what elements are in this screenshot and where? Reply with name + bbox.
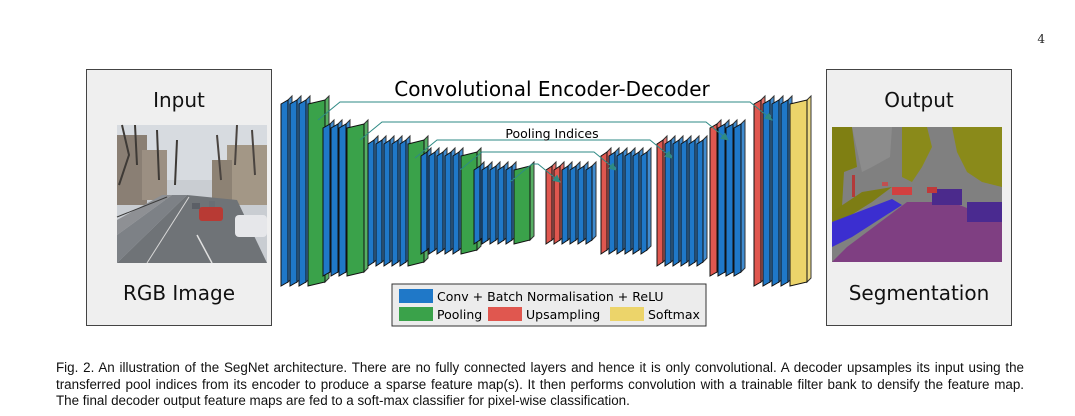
pooling-indices-label: Pooling Indices (505, 126, 598, 141)
figure-caption: Fig. 2. An illustration of the SegNet ar… (56, 360, 1024, 408)
legend-label-pooling: Pooling (437, 307, 482, 322)
output-panel-label: Segmentation (848, 281, 990, 305)
output-panel: Output Segmentation (826, 69, 1012, 326)
input-panel: Input (86, 69, 272, 326)
legend-label-upsampling: Upsampling (526, 307, 600, 322)
encoder-decoder-title: Convolutional Encoder-Decoder (394, 77, 710, 101)
pooling-indices-arrow (414, 139, 673, 159)
layer-conv (640, 146, 652, 255)
rgb-street-image (116, 124, 267, 264)
pooling-indices-arrow (317, 101, 773, 121)
input-panel-label: RGB Image (122, 281, 236, 305)
legend-swatch-softmax (610, 307, 644, 321)
pooling-indices-arrow (359, 121, 729, 141)
segmentation-map-image (832, 127, 1002, 262)
layer-stack (280, 94, 812, 287)
pooling-indices-arrow (459, 151, 617, 171)
legend-swatch-upsampling (488, 307, 522, 321)
layer-pooling (346, 118, 369, 277)
legend-swatch-conv (399, 289, 433, 303)
legend-label-softmax: Softmax (648, 307, 700, 322)
page-number: 4 (1037, 32, 1045, 46)
layer-conv (696, 134, 708, 267)
output-panel-title: Output (884, 88, 954, 112)
input-panel-title: Input (153, 88, 205, 112)
layer-pooling (513, 160, 535, 245)
pooling-indices-arrow (509, 163, 561, 183)
legend: Conv + Batch Normalisation + ReLU Poolin… (391, 283, 707, 327)
legend-label-conv: Conv + Batch Normalisation + ReLU (437, 289, 664, 304)
layer-conv (733, 118, 746, 277)
pooling-indices-arrows (317, 101, 773, 183)
layer-softmax (789, 94, 812, 287)
layer-conv (585, 160, 597, 245)
legend-swatch-pooling (399, 307, 433, 321)
